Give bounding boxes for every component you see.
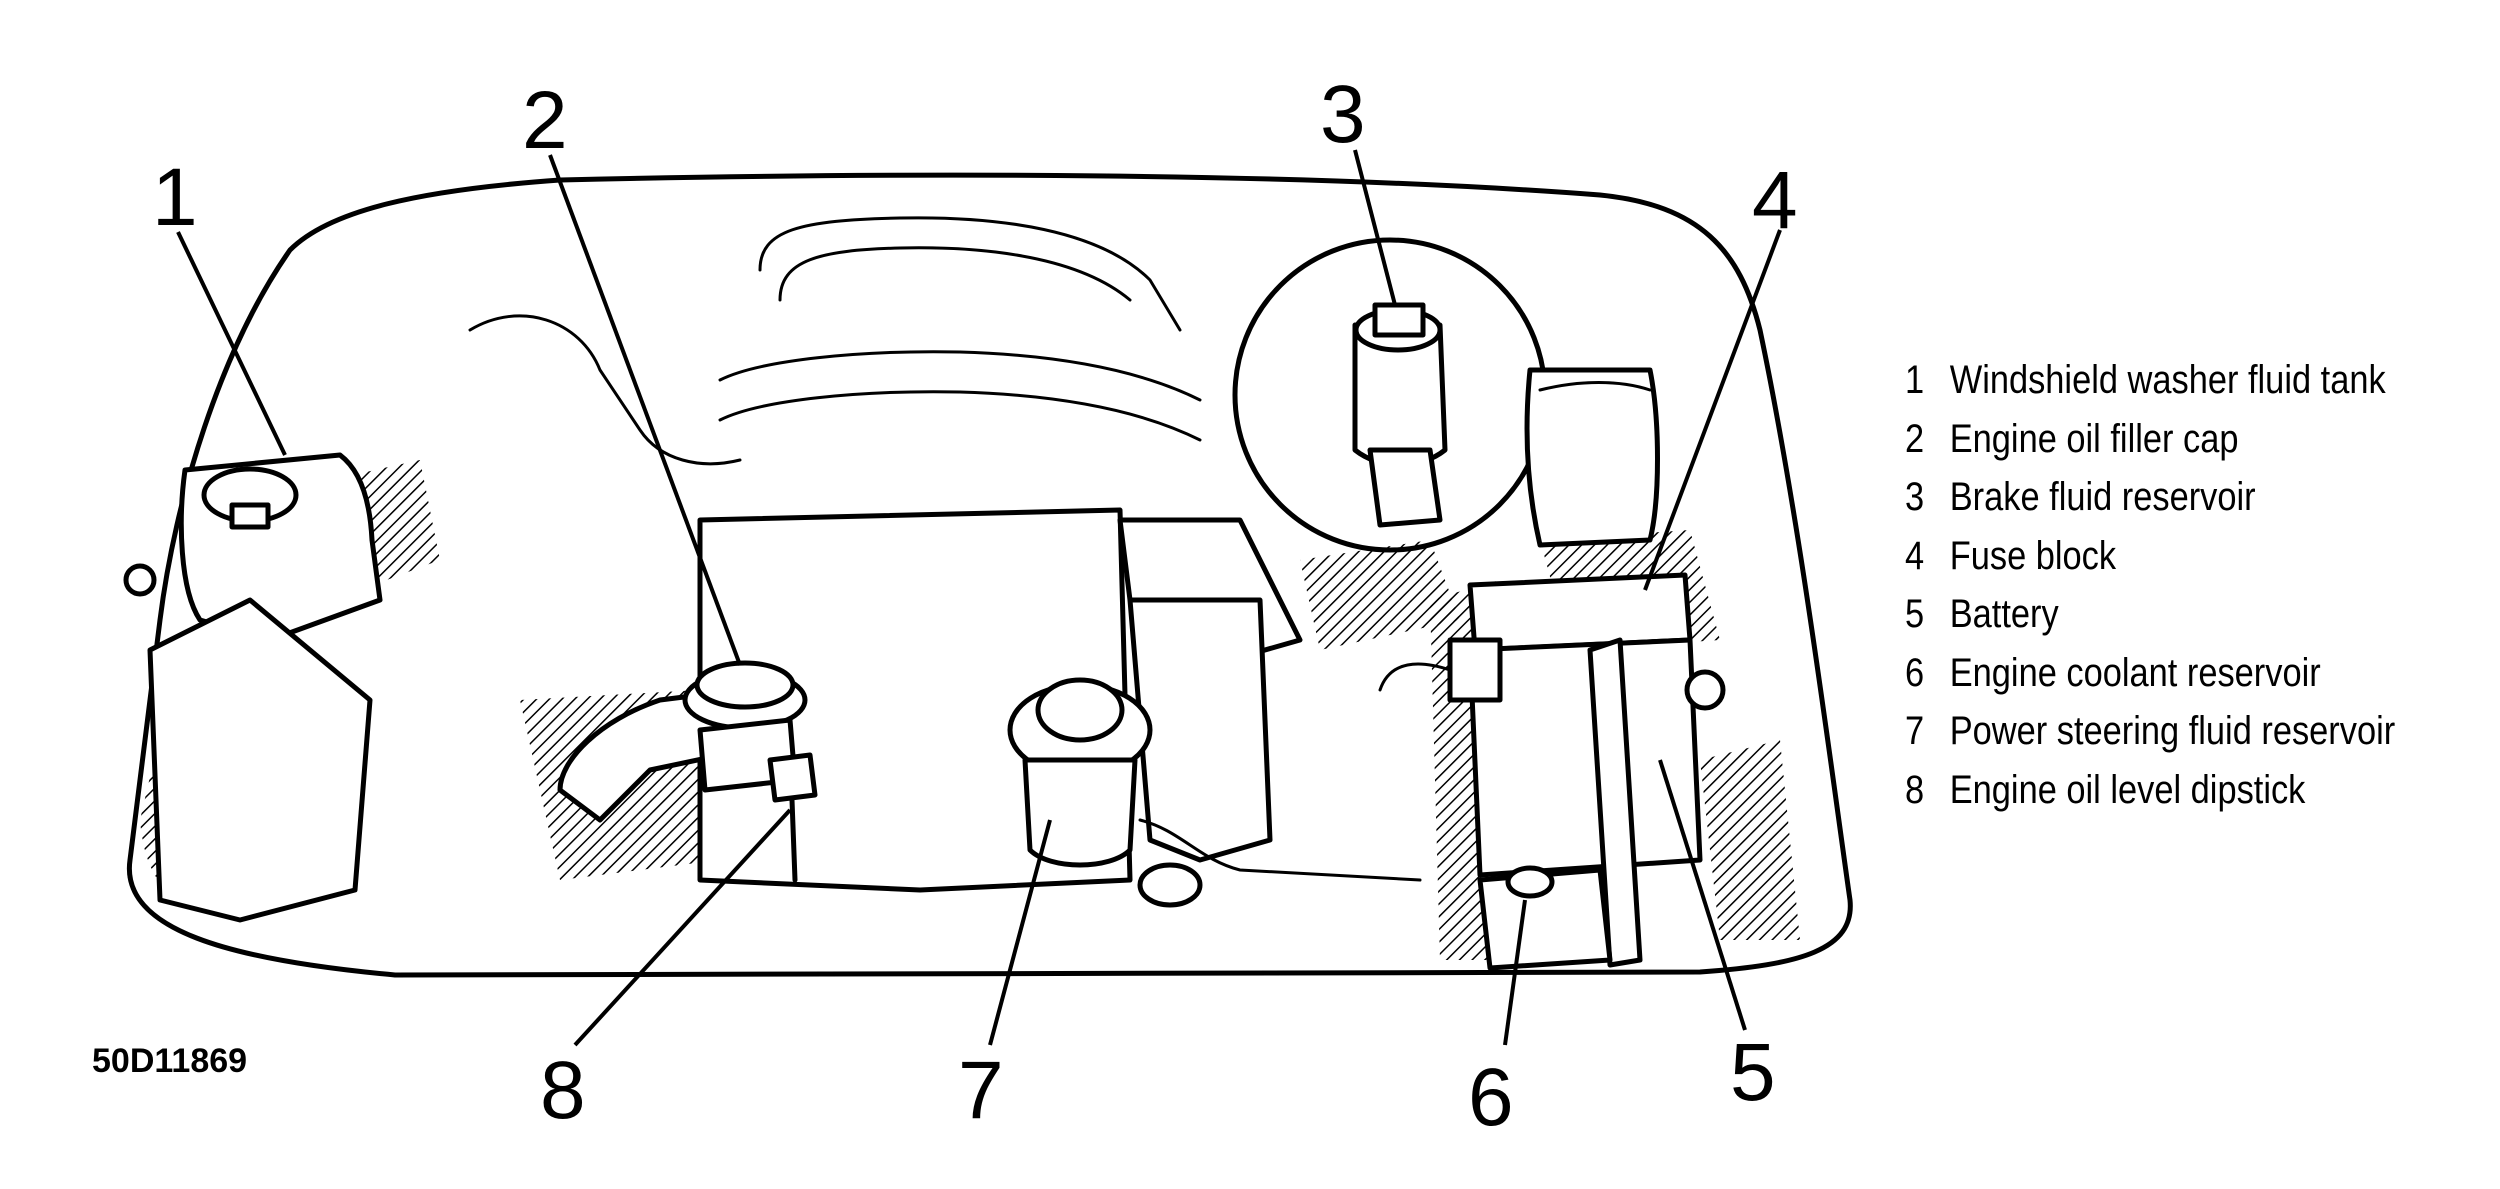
oil-dipstick-drawing <box>767 752 818 883</box>
legend-label: Engine coolant reservoir <box>1949 650 2321 695</box>
legend-label: Fuse block <box>1949 533 2117 578</box>
legend-label: Engine oil filler cap <box>1949 416 2239 461</box>
legend-label: Power steering fluid reservoir <box>1949 709 2396 753</box>
legend-number: 8 <box>1905 767 1925 812</box>
legend-item: 5 Battery <box>1905 592 2412 651</box>
legend-label: Battery <box>1949 592 2059 636</box>
legend-label: Engine oil level dipstick <box>1949 767 2306 812</box>
legend-number: 2 <box>1905 416 1925 461</box>
legend: 1 Windshield washer fluid tank 2 Engine … <box>1905 358 2495 826</box>
engine-bay-outline <box>126 172 1853 978</box>
washer-fluid-tank-drawing <box>123 452 383 923</box>
legend-item: 3 Brake fluid reservoir <box>1905 475 2412 534</box>
legend-number: 6 <box>1905 650 1925 695</box>
callout-5: 5 <box>1730 1027 1776 1118</box>
callout-4: 4 <box>1752 155 1798 246</box>
callout-6: 6 <box>1468 1052 1514 1143</box>
engine-block-drawing <box>468 216 1303 893</box>
legend-item: 4 Fuse block <box>1905 534 2412 593</box>
legend-number: 7 <box>1905 709 1925 753</box>
legend-item: 6 Engine coolant reservoir <box>1905 651 2412 710</box>
legend-label: Brake fluid reservoir <box>1949 475 2256 519</box>
callout-3: 3 <box>1320 69 1366 160</box>
callout-7: 7 <box>958 1045 1004 1136</box>
callout-8: 8 <box>540 1045 586 1136</box>
legend-number: 1 <box>1905 358 1925 402</box>
leader-lines <box>176 149 1782 1047</box>
legend-label: Windshield washer fluid tank <box>1949 358 2386 402</box>
legend-item: 1 Windshield washer fluid tank <box>1905 358 2412 417</box>
coolant-reservoir-drawing <box>1477 865 1613 971</box>
legend-number: 4 <box>1905 533 1925 578</box>
callout-1: 1 <box>152 152 198 243</box>
legend-item: 2 Engine oil filler cap <box>1905 417 2412 476</box>
power-steering-reservoir-drawing <box>1007 677 1422 908</box>
legend-item: 7 Power steering fluid reservoir <box>1905 709 2412 768</box>
callout-2: 2 <box>522 75 568 166</box>
legend-item: 8 Engine oil level dipstick <box>1905 768 2412 827</box>
legend-number: 5 <box>1905 592 1925 636</box>
drawing-id: 50D11869 <box>92 1042 247 1080</box>
legend-number: 3 <box>1905 475 1925 519</box>
battery-drawing <box>1378 572 1726 968</box>
oil-filler-cap-drawing <box>682 660 808 793</box>
air-filter-drawing <box>1524 367 1660 548</box>
brake-booster-drawing <box>1232 237 1548 553</box>
